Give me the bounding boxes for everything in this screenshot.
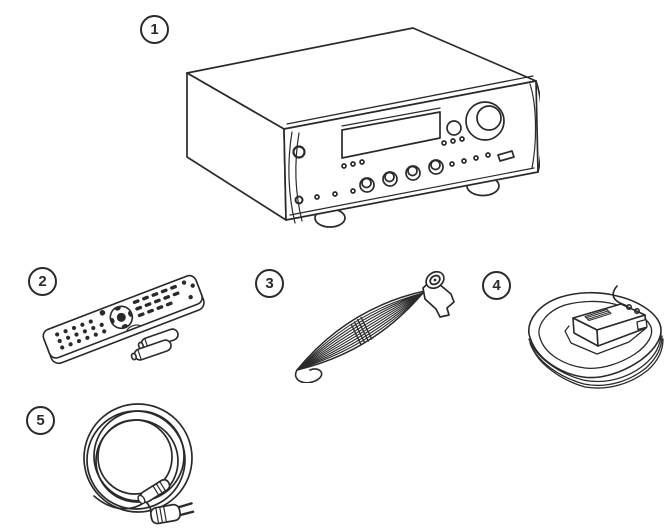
am-loop-antenna-illustration <box>528 285 664 389</box>
item-5-number: 5 <box>36 412 45 429</box>
item-3-number: 3 <box>265 275 274 292</box>
item-1-number-badge: 1 <box>140 15 169 44</box>
item-4-number-badge: 4 <box>482 271 511 300</box>
item-4-number: 4 <box>492 277 501 294</box>
remote-control-and-batteries-illustration <box>42 274 205 365</box>
item-2-number: 2 <box>38 273 47 290</box>
item-1-number: 1 <box>150 21 159 38</box>
item-5-number-badge: 5 <box>26 406 55 435</box>
power-cord-illustration <box>83 403 195 525</box>
av-receiver-illustration <box>186 27 540 228</box>
item-2-number-badge: 2 <box>28 267 57 296</box>
fm-wire-antenna-illustration <box>294 270 455 383</box>
item-3-number-badge: 3 <box>255 269 284 298</box>
